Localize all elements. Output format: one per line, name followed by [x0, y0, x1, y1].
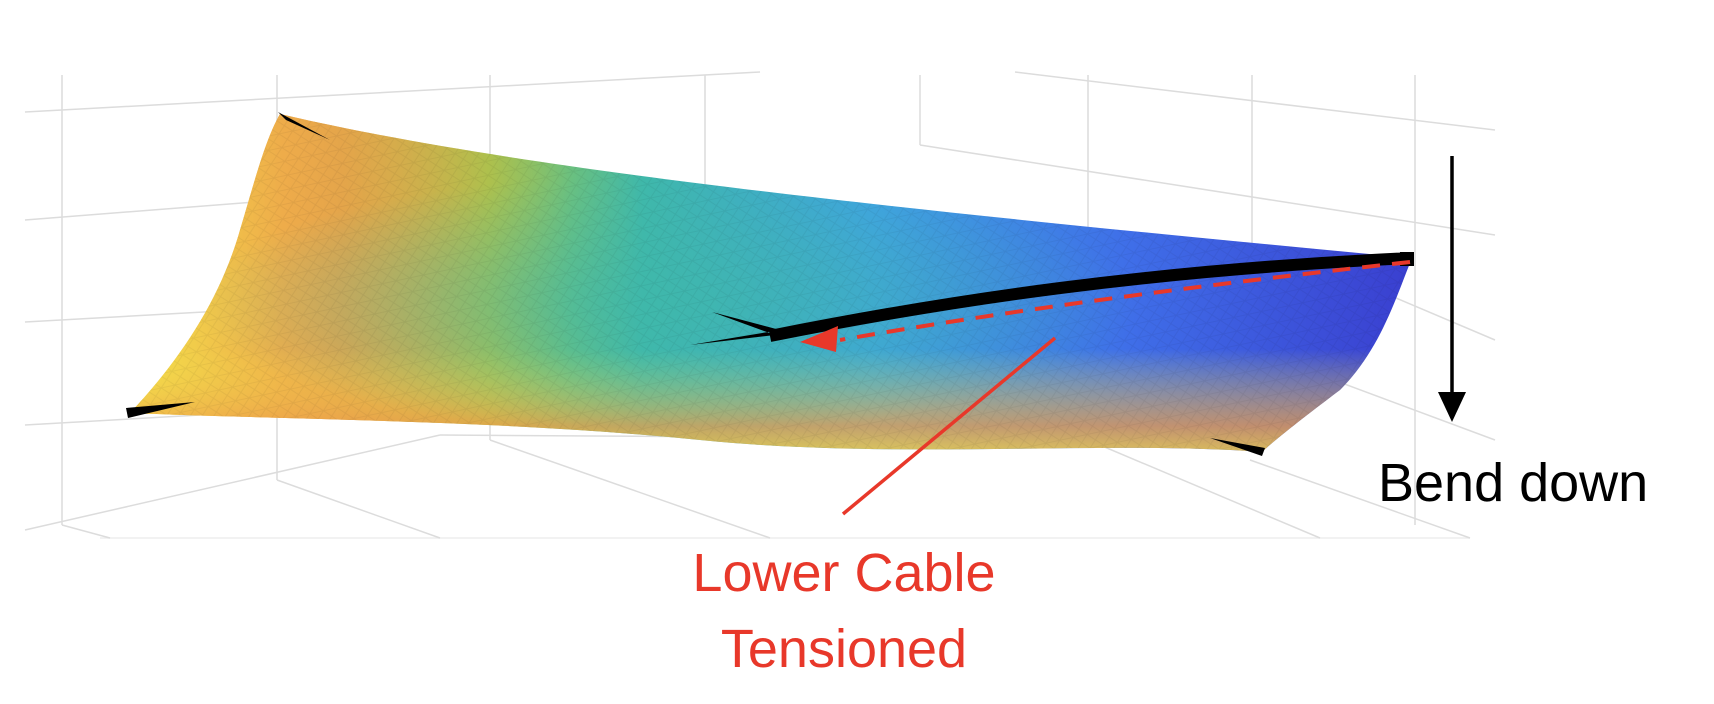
bend-down-label: Bend down	[1378, 453, 1649, 513]
arrow-down-icon	[1438, 156, 1466, 422]
callout-line	[841, 336, 1057, 516]
corner-anchors	[126, 112, 1265, 456]
anchor-center	[690, 312, 780, 345]
upper-cable	[768, 252, 1413, 342]
anchor-bottom-right	[1210, 438, 1265, 456]
surface-mesh	[130, 114, 1412, 452]
lower-cable-label-line2: Tensioned	[720, 619, 968, 679]
anchor-left	[126, 402, 195, 418]
lower-cable-label-line1: Lower Cable	[692, 543, 996, 603]
lower-cable-dashed	[839, 260, 1411, 342]
arrow-left-icon	[800, 326, 838, 352]
anchor-top-left	[278, 112, 330, 140]
